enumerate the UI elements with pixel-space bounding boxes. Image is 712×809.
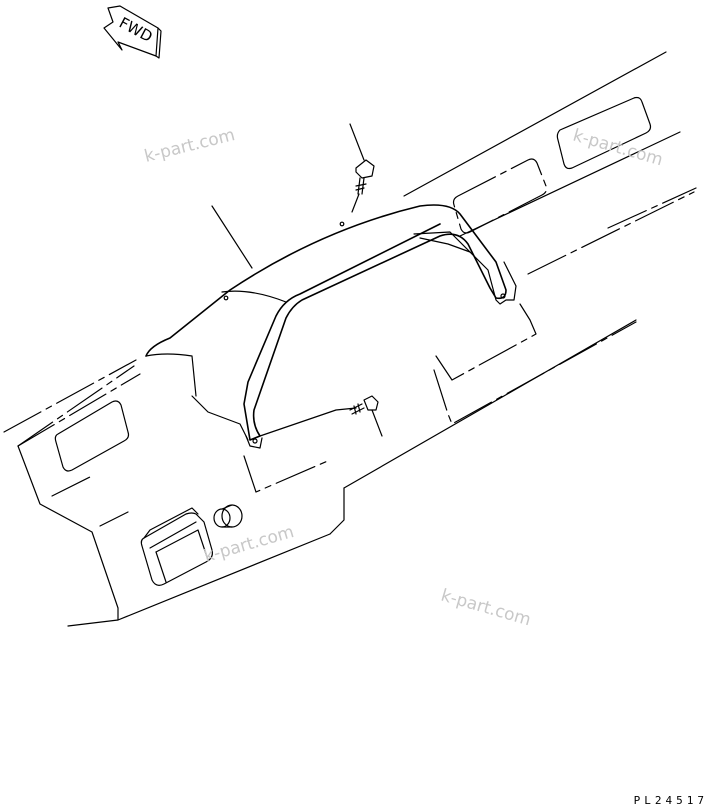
watermark: k-part.com [142,125,237,167]
panel-slot-upper-middle [452,158,548,234]
leader-line-cover [211,205,253,269]
dashboard-outline [3,51,697,627]
watermark: k-part.com [439,586,533,631]
watermark: k-part.com [571,126,665,171]
mounting-step-lines [243,303,637,493]
switch-housing [140,507,213,586]
panel-slot-upper-right [556,96,652,170]
drawing-code: PL24517 [633,794,708,807]
screw-lower-icon [349,395,383,437]
fwd-arrow-icon: FWD [103,5,162,59]
panel-slot-left [54,400,130,472]
knob-icon [213,504,243,528]
watermarks: k-part.com k-part.com k-part.com k-part.… [142,125,665,630]
watermark: k-part.com [202,522,296,567]
meter-cover [145,204,517,449]
screw-upper-icon [349,123,375,213]
fwd-label: FWD [116,14,155,46]
